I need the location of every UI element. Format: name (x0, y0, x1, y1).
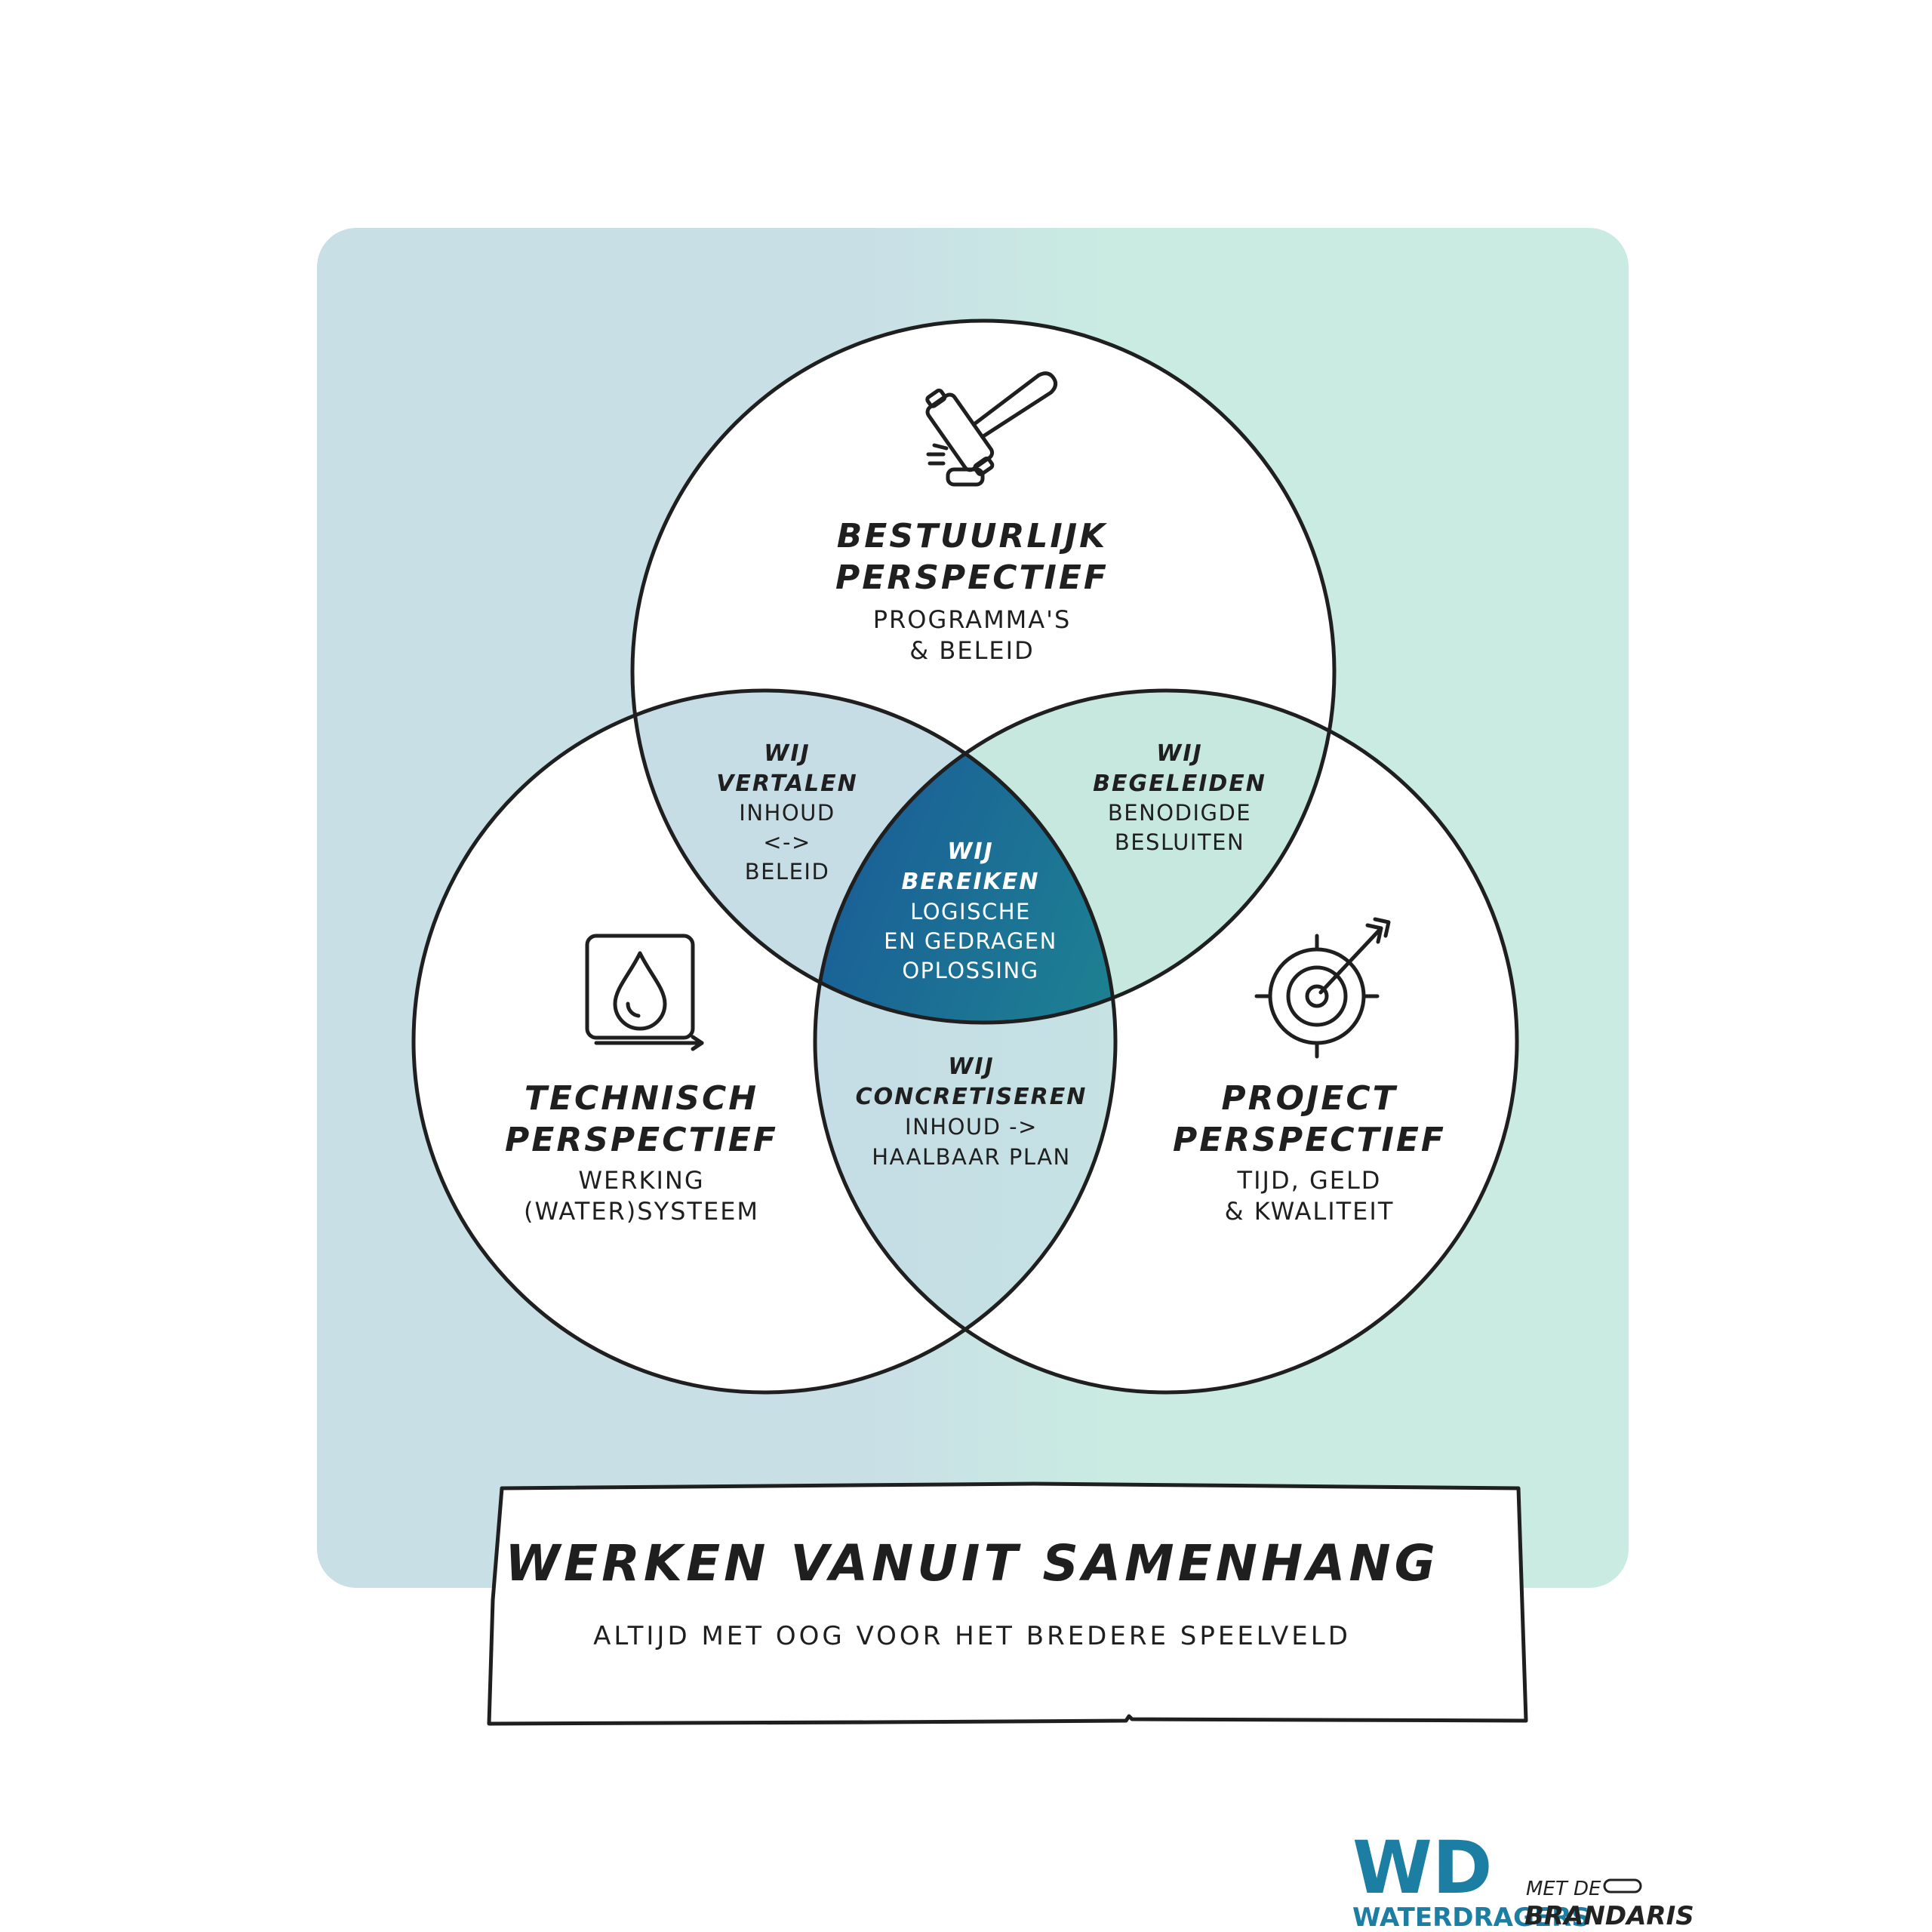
gavel-icon (925, 371, 1058, 487)
waterdragers-mark: WD (1352, 1826, 1493, 1910)
banner: Werken vanuit samenhang altijd met oog v… (487, 1481, 1528, 1726)
brandaris-logo: MET DE BRANDARIS (1524, 1878, 1694, 1931)
right-circle-sub-2: & kwaliteit (1225, 1197, 1395, 1226)
overlap-top-right-1: Wij (1156, 740, 1202, 767)
banner-title: Werken vanuit samenhang (505, 1534, 1439, 1592)
overlap-top-left-1: Wij (764, 740, 810, 767)
water-drop-icon (585, 934, 704, 1051)
right-circle-sub-1: tijd, geld (1237, 1166, 1382, 1195)
overlap-center-5: oplossing (902, 958, 1038, 983)
left-circle-title-1: Technisch (525, 1079, 758, 1118)
overlap-center (815, 691, 1115, 1023)
top-circle-sub-2: & beleid (909, 636, 1034, 665)
overlap-top-left-5: beleid (745, 859, 830, 884)
left-circle-sub-2: (water)systeem (524, 1197, 759, 1226)
overlap-bottom-1: Wij (948, 1054, 994, 1080)
circle-top-outline (630, 318, 1337, 1025)
overlap-top-left-3: inhoud (739, 800, 835, 826)
left-circle-sub-1: werking (578, 1166, 704, 1195)
top-circle-title-2: perspectief (835, 558, 1109, 597)
overlap-bottom-2: concretiseren (856, 1084, 1088, 1110)
banner-subtitle: altijd met oog voor het bredere speelvel… (593, 1621, 1351, 1651)
top-circle-sub-1: programma's (873, 605, 1072, 634)
overlap-bottom-3: inhoud -> (905, 1114, 1038, 1140)
circle-right-outline (813, 688, 1519, 1395)
overlap-bottom-4: haalbaar plan (872, 1144, 1071, 1170)
left-circle-title-2: perspectief (505, 1121, 778, 1159)
overlap-center-4: en gedragen (884, 928, 1057, 954)
overlap-top-right-3: benodigde (1108, 800, 1251, 826)
brandaris-bar-icon (1603, 1878, 1642, 1894)
circle-left-outline (411, 688, 1118, 1395)
overlap-center-3: logische (910, 899, 1031, 924)
right-circle-title-1: Project (1221, 1079, 1397, 1118)
overlap-center-2: bereiken (902, 869, 1040, 895)
target-arrow-icon (1254, 917, 1391, 1059)
overlap-top-left-2: vertalen (716, 771, 858, 797)
brandaris-line1: MET DE (1526, 1878, 1601, 1900)
overlap-center-1: Wij (947, 838, 993, 865)
waterdragers-name: WATERDRAGERS (1352, 1903, 1590, 1932)
waterdragers-logo: WD WATERDRAGERS (1352, 1826, 1590, 1932)
right-circle-title-2: perspectief (1173, 1121, 1446, 1159)
brandaris-line2: BRANDARIS (1524, 1901, 1694, 1931)
overlap-top-left-4: <-> (763, 829, 811, 855)
overlap-top-right-2: begeleiden (1093, 771, 1266, 797)
top-circle-title-1: Bestuurlijk (837, 517, 1108, 555)
overlap-top-right-4: besluiten (1115, 829, 1244, 855)
